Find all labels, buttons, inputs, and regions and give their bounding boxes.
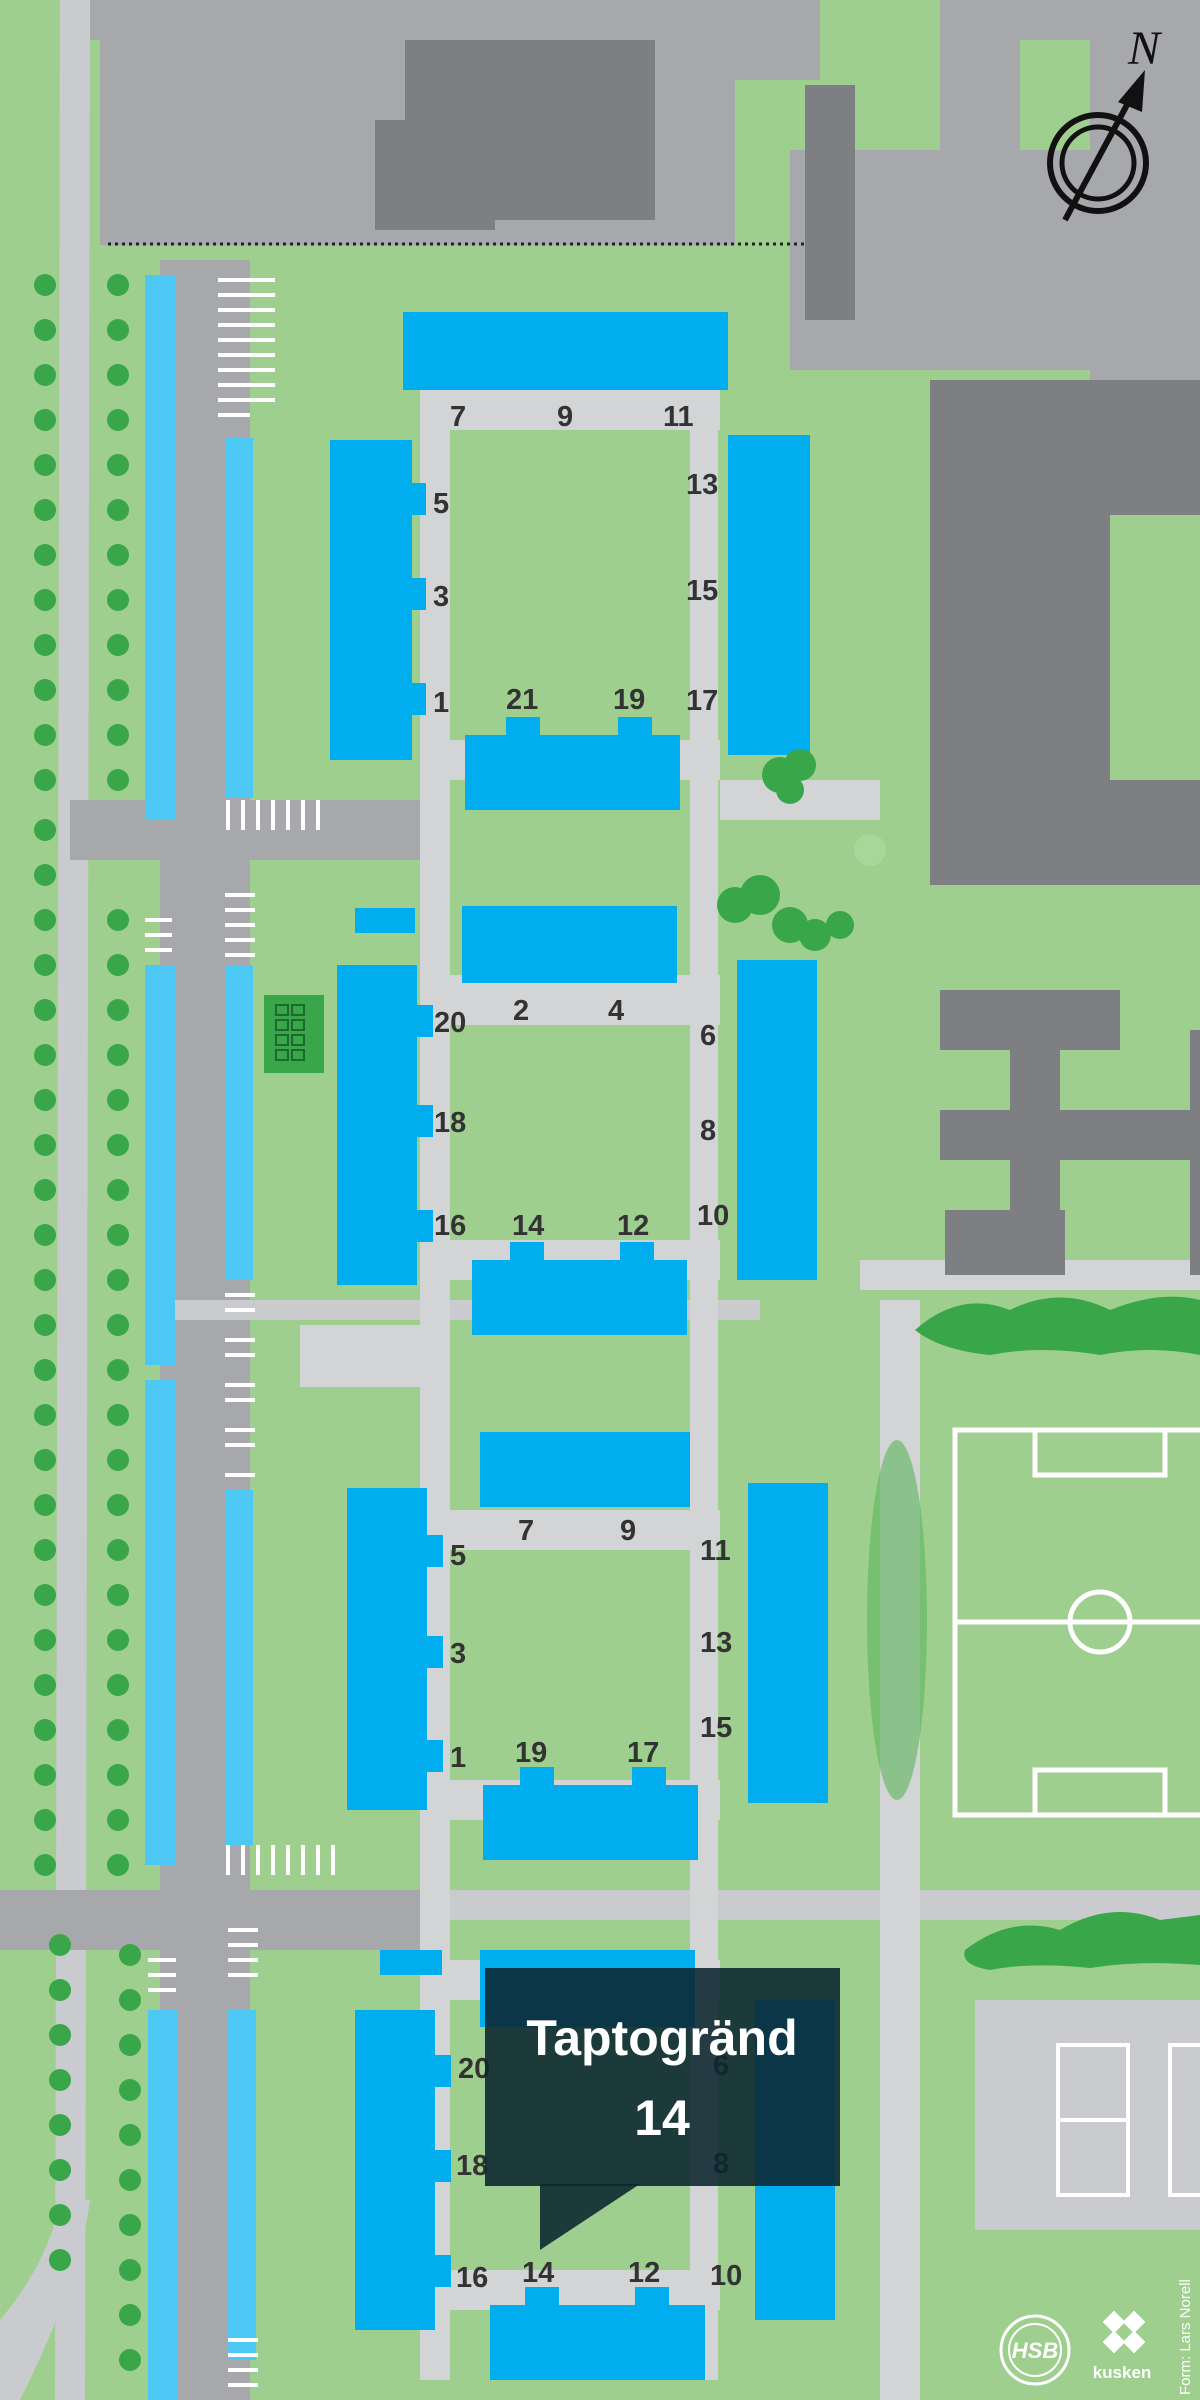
football-field — [952, 1427, 1200, 1818]
tennis-courts — [1056, 2043, 1200, 2197]
carports — [145, 275, 256, 2400]
kusken-logo-text: kusken — [1093, 2363, 1152, 2382]
callout-street-name: Taptogränd — [526, 2010, 797, 2066]
house-number: 18 — [434, 1107, 466, 1139]
house-number: 11 — [663, 401, 694, 433]
house-number: 19 — [515, 1737, 547, 1769]
location-callout: Taptogränd 14 — [485, 1968, 840, 2250]
house-number: 15 — [700, 1712, 732, 1744]
house-number: 13 — [700, 1627, 732, 1659]
grey-buildings — [375, 40, 1200, 1275]
cross-road-2 — [0, 1890, 440, 1950]
house-number: 14 — [522, 2257, 554, 2289]
map-credit: Form: Lars Norell — [1177, 2279, 1194, 2395]
house-number: 12 — [628, 2257, 660, 2289]
tree-clusters — [717, 749, 1200, 1970]
house-number: 16 — [434, 1210, 466, 1242]
house-number: 10 — [710, 2260, 742, 2292]
house-number: 10 — [697, 1200, 729, 1232]
lawn-shadow — [867, 1440, 927, 1800]
hsb-logo: HSB — [999, 2314, 1071, 2386]
house-number: 3 — [450, 1638, 466, 1670]
house-number: 20 — [458, 2053, 490, 2085]
callout-house-number: 14 — [634, 2090, 690, 2146]
main-road-west — [55, 0, 90, 2400]
parking-stripes — [145, 278, 335, 2387]
house-number: 1 — [433, 687, 449, 719]
house-number: 15 — [686, 575, 718, 607]
courtyard-lawns — [465, 435, 690, 1745]
house-number: 3 — [433, 581, 449, 613]
house-number: 18 — [456, 2150, 488, 2182]
compass-north-label: N — [1127, 22, 1163, 75]
house-number: 4 — [608, 995, 624, 1027]
house-number: 9 — [557, 401, 573, 433]
kusken-logo: kusken — [1093, 2310, 1152, 2382]
house-number: 13 — [686, 469, 718, 501]
house-number: 1 — [450, 1742, 466, 1774]
house-number-labels: 7 9 11 5 3 1 13 15 17 21 19 20 2 4 6 18 … — [433, 401, 742, 2294]
house-number: 17 — [686, 685, 718, 717]
house-number: 7 — [450, 401, 466, 433]
house-number: 6 — [700, 1020, 716, 1052]
compass-icon: N — [1047, 22, 1163, 222]
house-number: 20 — [434, 1007, 466, 1039]
house-number: 17 — [627, 1737, 659, 1769]
house-number: 16 — [456, 2262, 488, 2294]
house-number: 9 — [620, 1515, 636, 1547]
cross-road-2-ext — [440, 1890, 1200, 1920]
small-grey-lot — [300, 1325, 425, 1387]
hsb-logo-text: HSB — [1012, 2338, 1059, 2363]
house-number: 7 — [518, 1515, 534, 1547]
road-curve-sw — [0, 2200, 90, 2400]
house-number: 21 — [506, 684, 538, 716]
court-area — [975, 2000, 1200, 2230]
house-number: 12 — [617, 1210, 649, 1242]
house-number: 2 — [513, 995, 529, 1027]
house-number: 5 — [450, 1540, 466, 1572]
hedges — [34, 274, 141, 2371]
house-number: 14 — [512, 1210, 544, 1242]
house-number: 5 — [433, 488, 449, 520]
house-number: 11 — [700, 1535, 731, 1567]
house-number: 19 — [613, 684, 645, 716]
house-number: 8 — [700, 1115, 716, 1147]
bench-grid — [275, 1004, 305, 1061]
